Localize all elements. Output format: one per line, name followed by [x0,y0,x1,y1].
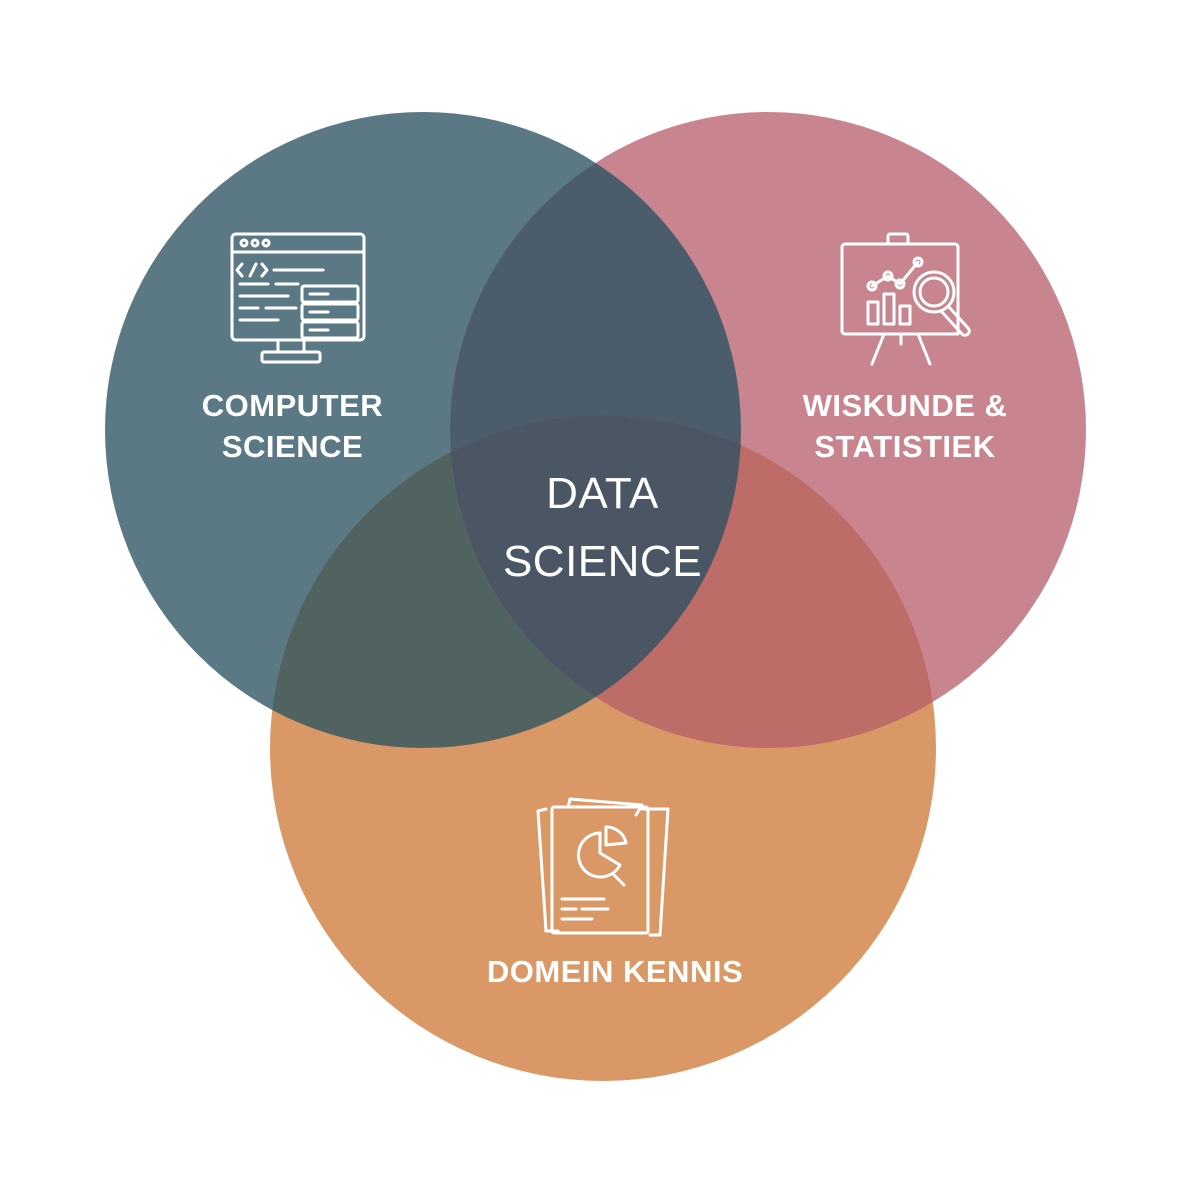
wiskunde-statistiek-label-line2: STATISTIEK [814,428,996,464]
data-science-label: DATA SCIENCE [470,460,735,596]
wiskunde-statistiek-label: WISKUNDE & STATISTIEK [770,386,1040,468]
chart-presentation-magnifier-icon [840,232,971,366]
domein-kennis-label-line1: DOMEIN KENNIS [486,954,744,989]
computer-science-label: COMPUTER SCIENCE [160,386,425,468]
computer-science-label-line2: SCIENCE [221,428,364,464]
wiskunde-statistiek-label-line1: WISKUNDE & [802,388,1008,423]
domein-kennis-label: DOMEIN KENNIS [455,952,775,993]
cs-dk-overlap [270,415,741,748]
computer-science-label-line1: COMPUTER [201,388,384,423]
pie-chart-report-icon [536,797,670,937]
code-monitor-icon [230,232,366,364]
data-science-label-line1: DATA [546,469,659,518]
data-science-label-line2: SCIENCE [502,537,703,587]
ws-dk-overlap [450,415,936,748]
